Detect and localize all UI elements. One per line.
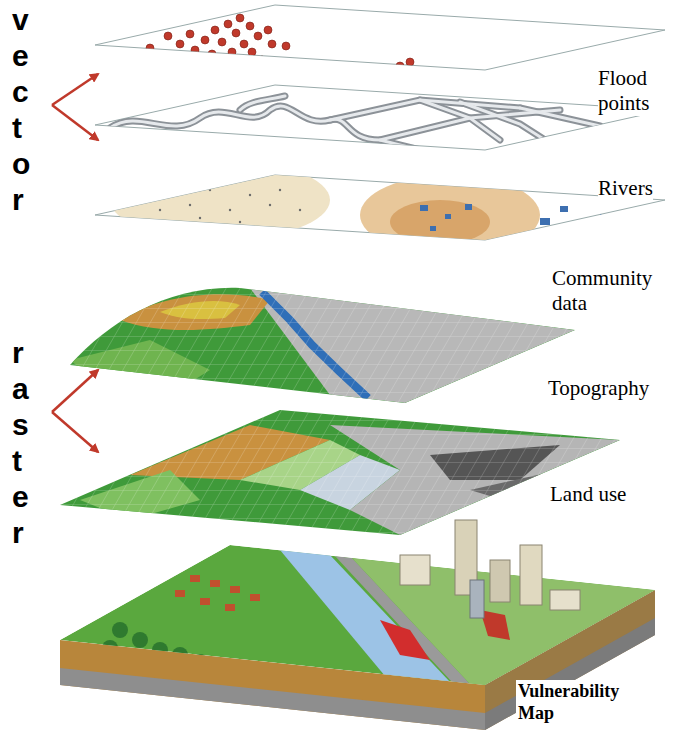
layer-label: Flood points [598, 66, 670, 116]
layer-label: Community data [552, 266, 664, 316]
raster-vertical-label: raster [12, 335, 33, 551]
layer-label: Topography [548, 376, 649, 401]
raster-arrows [52, 370, 98, 452]
community-data-layer [95, 160, 665, 255]
topography-layer [60, 280, 580, 410]
city-buildings [400, 520, 580, 618]
land-use-layer [55, 405, 625, 540]
vector-vertical-label: vector [12, 2, 33, 218]
map-title-label: Vulnerability Map [516, 680, 655, 724]
layer-label: Rivers [598, 176, 653, 201]
rivers-layer [95, 85, 665, 150]
flood-points-layer [95, 5, 665, 101]
vulnerability-map-block [60, 520, 655, 730]
layer-label: Land use [550, 482, 626, 507]
vector-arrows [52, 74, 98, 140]
